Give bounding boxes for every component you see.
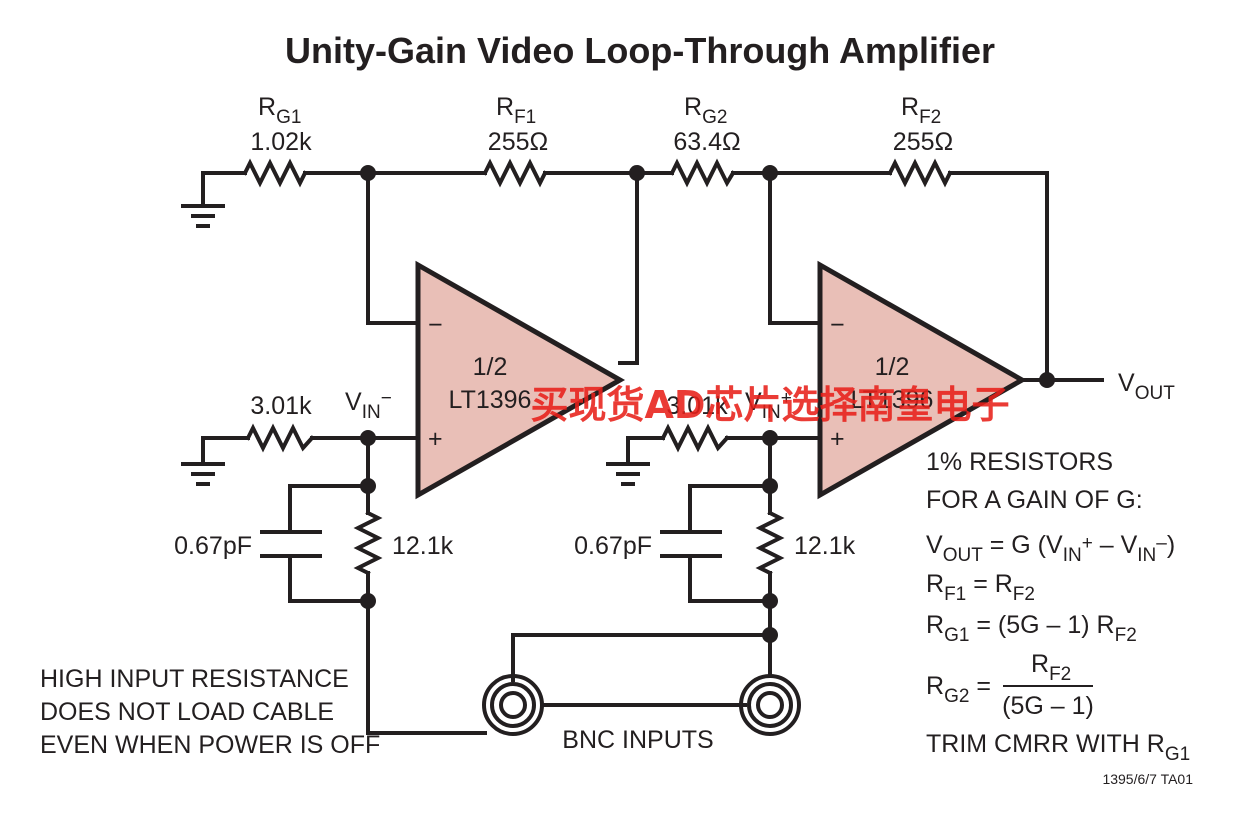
watermark-text: 买现货AD芯片选择南皇电子 <box>531 383 1010 427</box>
op-amp-2-part-number: LT1396 <box>851 386 934 414</box>
resistor-rf1 <box>482 158 548 188</box>
bias-resistor-left-value: 12.1k <box>392 532 454 560</box>
resistor-input-left <box>245 423 315 453</box>
rf2-name: RF2 <box>901 93 941 128</box>
note-left-line: HIGH INPUT RESISTANCE <box>40 665 349 693</box>
capacitor-left <box>260 530 322 558</box>
op-amp-1-minus: − <box>428 311 443 339</box>
equation-rf: RF1 = RF2 <box>926 570 1035 605</box>
resistor-input-right <box>660 423 730 453</box>
resistor-bias-right <box>755 510 785 576</box>
rg1-name: RG1 <box>258 93 301 128</box>
ground-symbol-left-input <box>181 462 225 486</box>
diagram-title: Unity-Gain Video Loop-Through Amplifier <box>285 30 995 71</box>
resistor-bias-left <box>353 510 383 576</box>
junction-dots <box>360 165 1055 643</box>
figure-id: 1395/6/7 TA01 <box>1102 771 1193 787</box>
op-amp-1-part-number: LT1396 <box>449 386 532 414</box>
bnc-inputs-label: BNC INPUTS <box>562 726 713 754</box>
rg2-value: 63.4Ω <box>673 128 740 156</box>
op-amp-2 <box>817 260 1028 500</box>
note-left-line: DOES NOT LOAD CABLE <box>40 698 334 726</box>
vin-minus-label: VIN− <box>345 388 392 423</box>
vout-label: VOUT <box>1118 369 1175 404</box>
rf2-value: 255Ω <box>893 128 953 156</box>
vin-plus-label: VIN+ <box>745 388 792 423</box>
op-amp-2-minus: − <box>830 311 845 339</box>
rg1-value: 1.02k <box>250 128 312 156</box>
equation-rg2: RG2 = <box>926 672 991 707</box>
rf1-value: 255Ω <box>488 128 548 156</box>
notes-line: FOR A GAIN OF G: <box>926 486 1143 514</box>
rf1-name: RF1 <box>496 93 536 128</box>
capacitor-right <box>660 530 722 558</box>
bias-resistor-right-value: 12.1k <box>794 532 856 560</box>
resistor-rf2 <box>887 158 953 188</box>
equation-rg1: RG1 = (5G – 1) RF2 <box>926 611 1137 646</box>
notes-right: 1% RESISTORS FOR A GAIN OF G: VOUT = G (… <box>926 448 1190 765</box>
op-amp-1-part-fraction: 1/2 <box>473 353 508 381</box>
resistor-rg1 <box>242 158 308 188</box>
op-amp-1-plus: + <box>428 425 443 453</box>
input-resistor-right-value: 3.01k <box>666 392 728 420</box>
note-left: HIGH INPUT RESISTANCE DOES NOT LOAD CABL… <box>40 665 380 759</box>
op-amp-2-part-fraction: 1/2 <box>875 353 910 381</box>
bnc-connector-right <box>739 674 801 736</box>
trim-note: TRIM CMRR WITH RG1 <box>926 730 1190 765</box>
bnc-connector-left <box>482 674 544 736</box>
equation-vout: VOUT = G (VIN+ – VIN–) <box>926 531 1175 566</box>
ground-symbol-rg1 <box>181 204 225 228</box>
capacitor-right-value: 0.67pF <box>574 532 652 560</box>
capacitor-left-value: 0.67pF <box>174 532 252 560</box>
op-amp-1 <box>415 260 626 500</box>
note-left-line: EVEN WHEN POWER IS OFF <box>40 731 380 759</box>
rg2-name: RG2 <box>684 93 727 128</box>
equation-rg2-denominator: (5G – 1) <box>1002 692 1094 720</box>
resistor-rg2 <box>669 158 736 188</box>
notes-line: 1% RESISTORS <box>926 448 1113 476</box>
equation-rg2-numerator: RF2 <box>1031 650 1071 685</box>
ground-symbol-right-input <box>606 462 650 486</box>
input-resistor-left-value: 3.01k <box>250 392 312 420</box>
op-amp-2-plus: + <box>830 425 845 453</box>
